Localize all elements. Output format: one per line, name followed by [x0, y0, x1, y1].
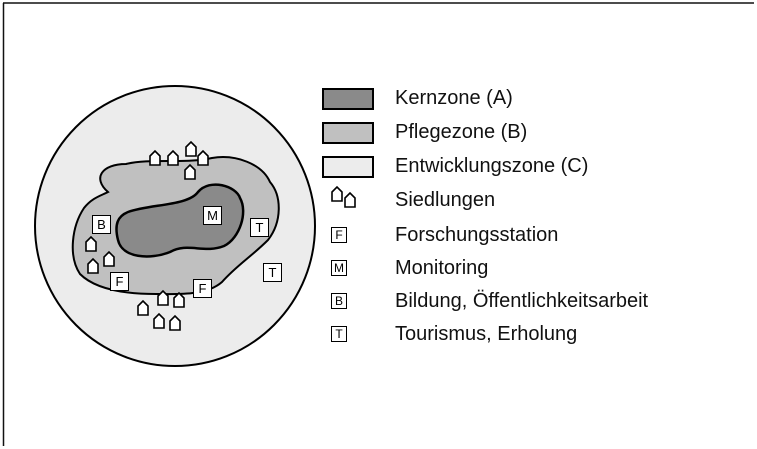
monitoring-legend-box: M — [331, 260, 347, 276]
kernzone-area — [115, 183, 245, 258]
forschungsstation-marker-map-1: F — [110, 272, 129, 291]
entwicklungszone-swatch — [322, 156, 374, 178]
tourismus-marker-map-2: T — [263, 263, 282, 282]
forschungsstation-marker-map-2: F — [193, 279, 212, 298]
legend-label-monitoring: Monitoring — [395, 257, 489, 279]
legend-label-entwicklungszone: Entwicklungszone (C) — [395, 155, 589, 177]
legend-label-pflegezone: Pflegezone (B) — [395, 121, 528, 143]
bildung-marker-map: B — [92, 215, 111, 234]
legend-label-bildung: Bildung, Öffentlichkeitsarbeit — [395, 290, 649, 312]
pflegezone-swatch — [322, 122, 374, 144]
legend-label-kernzone: Kernzone (A) — [395, 87, 513, 109]
tourismus-marker-map-1: T — [250, 218, 269, 237]
legend-label-siedlungen: Siedlungen — [395, 189, 496, 211]
monitoring-marker-map: M — [203, 206, 222, 225]
tourismus-legend-box: T — [331, 326, 347, 342]
kernzone-swatch — [322, 88, 374, 110]
siedlungen-legend-icon — [331, 185, 356, 208]
bildung-legend-box: B — [331, 293, 347, 309]
siedlungen-icons-map — [85, 140, 209, 331]
forschungsstation-legend-box: F — [331, 227, 347, 243]
legend-label-forschungsstation: Forschungsstation — [395, 224, 559, 246]
legend-label-tourismus: Tourismus, Erholung — [395, 323, 578, 345]
